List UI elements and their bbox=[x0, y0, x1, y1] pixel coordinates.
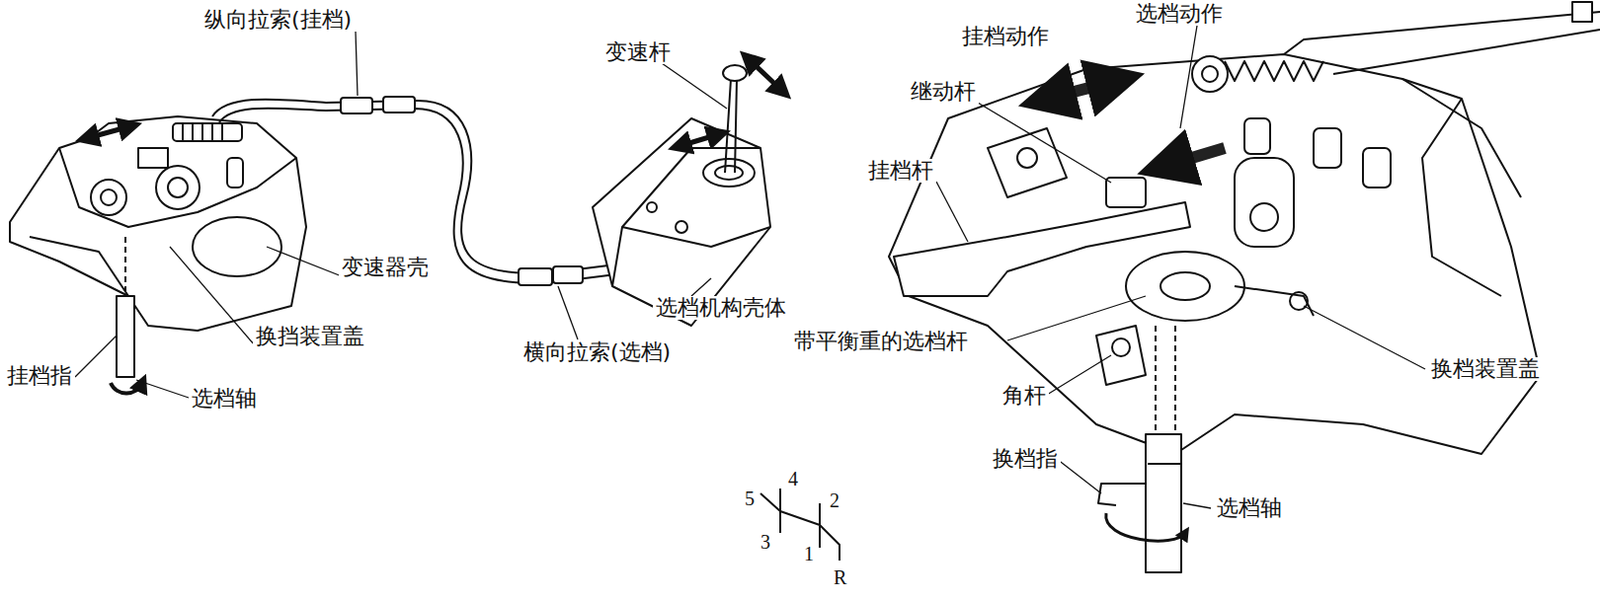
part-label: 换档指 bbox=[989, 447, 1061, 472]
part-label: 继动杆 bbox=[907, 80, 979, 104]
part-label: 横向拉索(选档) bbox=[520, 340, 674, 365]
part-label: 带平衡重的选档杆 bbox=[791, 329, 971, 354]
shift-pattern-number: 3 bbox=[758, 531, 773, 554]
part-label: 挂档指 bbox=[3, 364, 76, 389]
shift-pattern-number: 2 bbox=[827, 489, 842, 512]
part-label: 选档轴 bbox=[1213, 496, 1285, 521]
part-label: 换档装置盖 bbox=[1428, 357, 1543, 382]
part-label: 变速器壳 bbox=[338, 255, 432, 280]
part-label: 选档机构壳体 bbox=[652, 296, 790, 320]
part-label: 纵向拉索(挂档) bbox=[201, 7, 355, 32]
part-label: 挂档动作 bbox=[959, 24, 1052, 49]
shift-pattern-number: 4 bbox=[786, 468, 800, 490]
part-label: 换挡装置盖 bbox=[252, 324, 368, 349]
part-label: 选档轴 bbox=[188, 387, 260, 411]
shift-pattern-number: 5 bbox=[742, 487, 757, 510]
part-label: 挂档杆 bbox=[865, 159, 937, 183]
part-label: 角杆 bbox=[999, 384, 1049, 408]
shift-pattern-number: R bbox=[831, 566, 849, 589]
part-label: 选档动作 bbox=[1132, 1, 1226, 26]
part-label: 变速杆 bbox=[602, 40, 674, 65]
shift-pattern-number: 1 bbox=[801, 543, 816, 565]
